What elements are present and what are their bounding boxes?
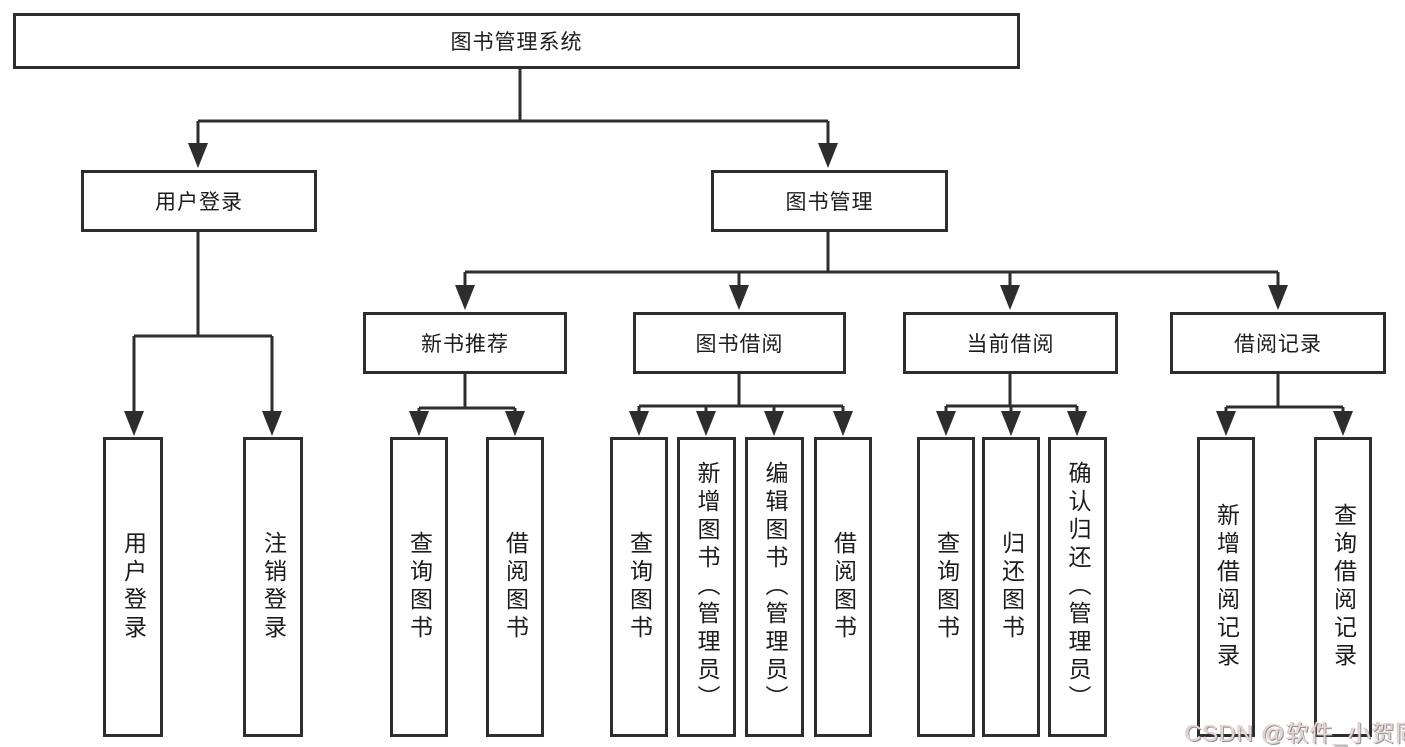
leaf-query-books-borrowing: 查询图书: [610, 437, 668, 737]
leaf-return-books: 归还图书: [982, 437, 1040, 737]
node-book-borrowing-label: 图书借阅: [695, 333, 784, 356]
leaf-edit-book-admin: 编辑图书（管理员）: [745, 437, 804, 737]
node-current-borrowing: 当前借阅: [903, 312, 1118, 374]
node-book-management-label: 图书管理: [785, 191, 874, 214]
node-new-book-recommendation-label: 新书推荐: [421, 333, 509, 356]
leaf-query-borrow-record: 查询借阅记录: [1314, 437, 1372, 737]
leaf-add-borrow-record: 新增借阅记录: [1197, 437, 1255, 737]
leaf-borrow-books: 借阅图书: [814, 437, 872, 737]
csdn-watermark: CSDN @软件_小贺同学: [1185, 720, 1405, 746]
node-user-login-label: 用户登录: [155, 191, 243, 214]
leaf-borrow-books-recommend-label: 借阅图书: [502, 531, 529, 643]
leaf-user-login-label: 用户登录: [120, 531, 147, 643]
leaf-logout-label: 注销登录: [260, 531, 287, 643]
leaf-borrow-books-recommend: 借阅图书: [486, 437, 544, 737]
node-book-borrowing: 图书借阅: [633, 312, 846, 374]
leaf-return-books-label: 归还图书: [998, 531, 1025, 643]
node-root: 图书管理系统: [13, 13, 1020, 69]
tree-edges: [132, 68, 1345, 414]
leaf-logout: 注销登录: [243, 437, 303, 737]
leaf-edit-book-admin-label: 编辑图书（管理员）: [762, 461, 788, 713]
arrowhead-icons: [124, 143, 1353, 436]
leaf-add-book-admin: 新增图书（管理员）: [677, 437, 736, 737]
leaf-confirm-return-admin-label: 确认归还（管理员）: [1065, 461, 1091, 713]
node-new-book-recommendation: 新书推荐: [363, 312, 567, 374]
leaf-query-books-current-label: 查询图书: [933, 531, 960, 643]
node-user-login: 用户登录: [81, 170, 317, 232]
leaf-query-books-current: 查询图书: [917, 437, 975, 737]
node-borrowing-records: 借阅记录: [1170, 312, 1386, 374]
node-borrowing-records-label: 借阅记录: [1234, 333, 1322, 356]
leaf-query-borrow-record-label: 查询借阅记录: [1330, 503, 1357, 671]
leaf-add-borrow-record-label: 新增借阅记录: [1213, 503, 1240, 671]
node-current-borrowing-label: 当前借阅: [966, 333, 1055, 356]
leaf-add-book-admin-label: 新增图书（管理员）: [694, 461, 720, 713]
node-book-management: 图书管理: [711, 170, 948, 232]
leaf-confirm-return-admin: 确认归还（管理员）: [1048, 437, 1107, 737]
leaf-query-books-recommend: 查询图书: [390, 437, 448, 737]
leaf-user-login: 用户登录: [103, 437, 163, 737]
leaf-query-books-recommend-label: 查询图书: [406, 531, 433, 643]
node-root-label: 图书管理系统: [450, 31, 583, 54]
leaf-query-books-borrowing-label: 查询图书: [626, 531, 653, 643]
leaf-borrow-books-label: 借阅图书: [830, 531, 857, 643]
